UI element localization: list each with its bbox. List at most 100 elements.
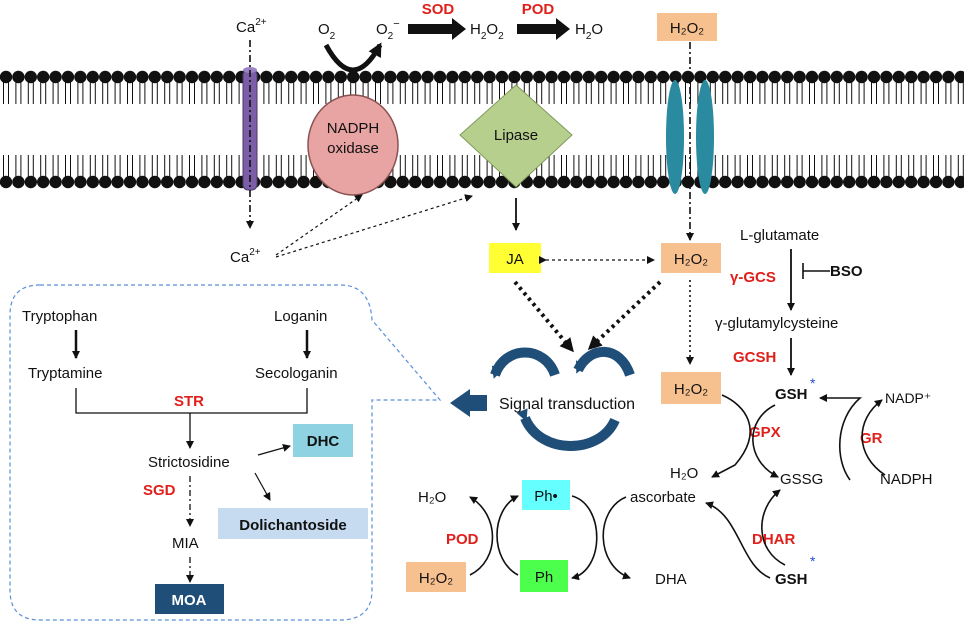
lipid-head [61,175,75,189]
lipid-tail [858,155,865,177]
lipid-head [743,70,757,84]
lipid-head [954,175,964,189]
lipid-head [24,175,37,189]
str-label: STR [174,393,204,410]
lipid-tail [399,155,406,177]
nadph-oxidase: NADPH oxidase [307,94,399,196]
lipid-head [793,175,806,189]
ja-box [489,243,541,273]
lipid-head [409,175,422,189]
strictosidine-to-dolichantoside-arrow [254,472,271,501]
lipid-tail [573,155,580,177]
lipid-tail [89,155,96,177]
lipid-tail [635,155,642,177]
lipid-head [12,175,25,189]
o2-label: O2 [318,21,336,42]
lipid-tail [957,155,964,177]
h2o2-external-box [657,13,717,41]
lipid-head [111,70,124,84]
lipid-head [347,70,360,84]
h2o2-to-signal-arrow [587,280,662,351]
lipid-tail [77,82,84,104]
nadph-oxidase-label-2: oxidase [327,140,379,157]
lipid-tail [114,82,121,104]
lipid-tail [585,155,592,177]
lipid-head [619,175,633,189]
lipid-tail [449,155,456,177]
alkaloid-callout [9,284,442,621]
str-merge-bracket [75,388,308,414]
lipid-head [929,175,943,189]
lipid-tail [399,82,406,104]
lipid-head [768,70,781,84]
lipid-tail [40,82,47,104]
lipid-head [694,70,707,84]
lipid-head [24,70,37,84]
lipid-head [520,70,533,84]
sgd-label: SGD [143,482,176,499]
lipid-tail [65,155,71,177]
lipid-head [545,70,558,84]
lipid-head [49,70,62,84]
lipid-head [272,175,285,189]
lipid-tail [288,82,295,104]
lipid-head [61,70,75,84]
lipid-head [396,70,409,84]
lipid-tail [127,155,133,177]
gpx-gsh-to-gssg-arrow [752,404,779,478]
lipid-tail [647,155,654,177]
lipid-tail [375,82,381,104]
lipid-tail [15,155,22,177]
lipid-tail [387,82,394,104]
lipid-tail [895,82,902,104]
dhc-label: DHC [307,433,340,450]
lipid-tail [759,155,766,177]
lipid-tail [461,155,468,177]
sod-arrow [408,18,466,40]
lipid-tail [945,82,952,104]
lipid-head [260,175,273,189]
lipid-tail [300,82,307,104]
lipid-head [223,70,236,84]
ph-radical-box [522,480,570,510]
lipid-tail [449,82,456,104]
lipid-head [793,70,806,84]
lipid-tail [610,155,617,177]
lipid-tail [275,155,282,177]
lipid-head [892,70,905,84]
lipid-head [86,70,100,84]
lipid-tail [226,155,233,177]
lipid-tail [15,82,22,104]
lipid-tail [3,82,9,104]
lipid-tail [871,82,877,104]
lipid-tail [201,155,208,177]
secologanin-label: Secologanin [255,365,338,382]
dhc-box [293,424,353,457]
lipid-tail [858,82,865,104]
lipid-head [781,175,794,189]
lipid-tail [89,82,96,104]
lipid-tail [176,155,183,177]
lipid-head [557,70,571,84]
lipid-tail [325,82,332,104]
lipid-head [285,175,298,189]
lipid-head [954,70,964,84]
lipid-tail [114,155,121,177]
moa-box [155,584,224,614]
dhar-label: DHAR [752,531,795,548]
lipid-head [582,70,595,84]
lipid-tail [957,82,964,104]
lipid-head [173,70,186,84]
lipid-tail [623,155,629,177]
ph-radical-label: Ph• [534,488,558,505]
lipid-tail [548,155,555,177]
gamma-glutamylcysteine-label: γ-glutamylcysteine [715,315,838,332]
lipid-tail [151,155,158,177]
lipid-head [471,175,484,189]
lipid-tail [647,82,654,104]
lipid-head [619,70,633,84]
lipid-head [867,70,881,84]
lipid-tail [846,155,853,177]
pod-bottom-label: POD [446,531,479,548]
lipid-tail [796,155,803,177]
